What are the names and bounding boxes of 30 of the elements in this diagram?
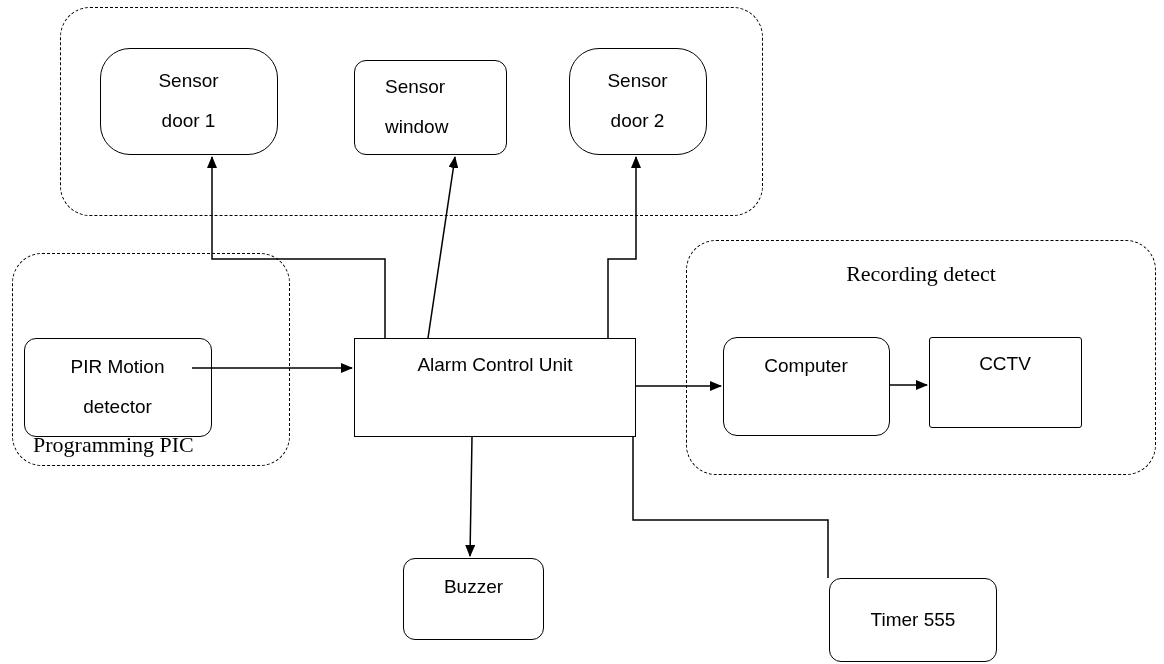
dashed-group bbox=[686, 240, 1156, 475]
dashed-group bbox=[12, 253, 290, 466]
box-label: Alarm Control Unit bbox=[417, 353, 573, 377]
sensor-box bbox=[99, 47, 278, 155]
connector-arrow bbox=[191, 363, 353, 373]
connector-arrow bbox=[607, 156, 641, 339]
box-label: Sensor window bbox=[385, 75, 450, 139]
box-label: Computer bbox=[764, 353, 848, 378]
box-label: Sensor door 1 bbox=[157, 69, 220, 133]
cctv-box bbox=[928, 336, 1082, 428]
box-label: CCTV bbox=[979, 351, 1031, 376]
computer-box bbox=[722, 336, 890, 436]
group-title: Programming PIC bbox=[33, 431, 194, 459]
buzzer-box bbox=[403, 558, 544, 640]
box-label: Timer 555 bbox=[870, 608, 956, 632]
box-label: Sensor door 2 bbox=[606, 69, 669, 133]
connector-arrow bbox=[207, 156, 386, 339]
connector-arrow bbox=[889, 380, 928, 390]
timer-box bbox=[829, 578, 997, 662]
connector-arrow bbox=[465, 436, 476, 557]
sensor-box bbox=[568, 47, 707, 155]
group-title: Recording detect bbox=[845, 260, 997, 288]
dashed-group bbox=[60, 7, 763, 216]
box-label: PIR Motion detector bbox=[69, 355, 166, 419]
sensor-box bbox=[353, 59, 507, 155]
box-label: Buzzer bbox=[443, 575, 504, 599]
connector-arrow bbox=[635, 381, 722, 391]
detector-box bbox=[23, 337, 212, 437]
connector-arrow bbox=[427, 156, 459, 339]
control-unit-box bbox=[354, 338, 636, 437]
